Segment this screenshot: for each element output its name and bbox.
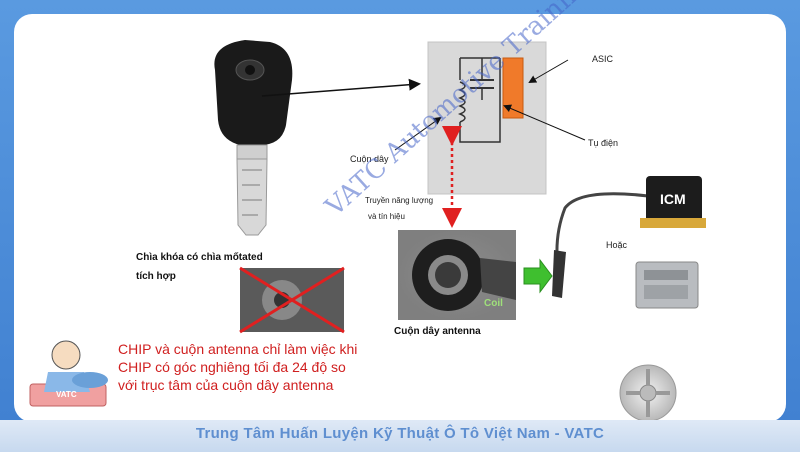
note-line-1: CHIP và cuộn antenna chỉ làm việc khi <box>118 341 358 357</box>
asic-label: ASIC <box>592 54 614 64</box>
key-caption: Chìa khóa có chìa mốtated <box>136 252 263 263</box>
footer-text: Trung Tâm Huấn Luyện Kỹ Thuật Ô Tô Việt … <box>195 425 605 442</box>
antenna-caption: Cuộn dây antenna <box>394 326 481 337</box>
icm-module <box>640 176 706 228</box>
antenna-coil-photo <box>398 230 516 320</box>
logo-text: VATC <box>56 390 77 399</box>
note-text: CHIP và cuộn antenna chỉ làm việc khi CH… <box>118 340 398 394</box>
key-illustration <box>214 40 293 236</box>
or-label: Hoặc <box>606 240 628 250</box>
asic-pointer <box>528 59 569 84</box>
antenna-connector <box>552 250 566 298</box>
wheel-icon <box>619 364 677 422</box>
note-line-2: CHIP có góc nghiêng tối đa 24 độ so <box>118 359 346 375</box>
integrated-caption: tích hợp <box>136 271 176 282</box>
crossed-photo <box>239 266 345 334</box>
coil-photo-label: Coil <box>484 298 503 309</box>
key-to-chip-arrow <box>261 78 421 97</box>
coil-pointer <box>394 116 442 151</box>
icm-label: ICM <box>660 191 686 207</box>
green-arrow <box>523 258 553 294</box>
capacitor-label: Tụ điện <box>588 138 619 148</box>
coil-label: Cuộn dây <box>350 154 389 164</box>
ecu-module <box>635 261 699 309</box>
key-caption-suffix: ated <box>242 252 263 263</box>
antenna-cable <box>555 192 649 269</box>
mechanic-logo <box>29 340 108 407</box>
energy-label: Truyền năng lượng <box>365 196 434 205</box>
key-caption-text: Chìa khóa có chìa mốt <box>136 252 243 263</box>
footer-bar <box>0 420 800 452</box>
capacitor-pointer <box>503 104 586 141</box>
note-line-3: với trục tâm của cuộn dây antenna <box>118 377 334 393</box>
signal-label: và tín hiệu <box>368 212 405 221</box>
